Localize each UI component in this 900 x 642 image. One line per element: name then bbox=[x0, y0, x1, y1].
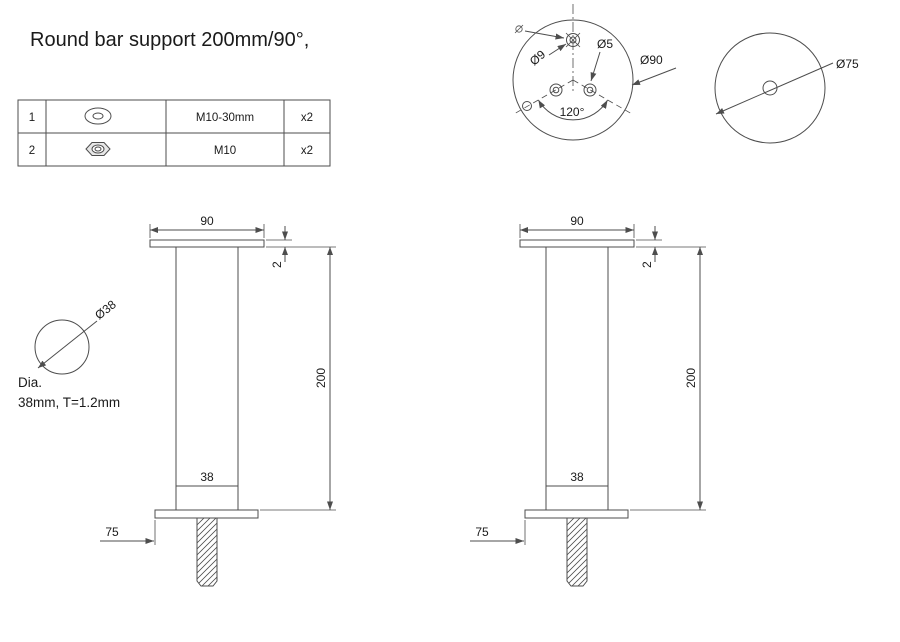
pin-hole-right-inner bbox=[586, 86, 594, 94]
fvl-top-plate bbox=[149, 239, 265, 248]
fvr-width-label: 90 bbox=[570, 214, 584, 228]
flange-top-view: Ø9 Ø5 Ø90 120° bbox=[512, 4, 677, 141]
page-title: Round bar support 200mm/90°, bbox=[30, 29, 309, 51]
bolt-circle-leader bbox=[631, 67, 677, 86]
angle-label: 120° bbox=[560, 105, 585, 119]
fvl-stud-threads bbox=[197, 518, 217, 586]
fvl-threaded-stud bbox=[196, 517, 218, 587]
flange-hole-axes bbox=[513, 79, 633, 115]
pin-hole-right-outer bbox=[583, 83, 597, 97]
angle-dimension: 120° bbox=[537, 99, 609, 121]
tube-dia-label: Ø38 bbox=[92, 297, 119, 322]
front-view-right: 90 38 75 2 200 bbox=[470, 214, 706, 587]
tube-note-line1: Dia. bbox=[18, 375, 42, 390]
pin-dia-leader bbox=[590, 51, 601, 82]
fvl-tube-sides bbox=[175, 247, 239, 510]
washer-icon bbox=[84, 107, 112, 125]
fvr-stud-outline bbox=[566, 517, 588, 587]
tube-detail: Ø38 Dia. 38mm, T=1.2mm bbox=[18, 297, 120, 410]
washer-outer bbox=[84, 107, 112, 125]
top-hole-outer bbox=[566, 33, 580, 47]
hole-dia-label: Ø9 bbox=[527, 47, 549, 68]
tube-note-line2: 38mm, T=1.2mm bbox=[18, 395, 120, 410]
row1-spec: M10-30mm bbox=[196, 112, 254, 124]
row2-qty: x2 bbox=[301, 145, 313, 157]
tube-section-circle bbox=[34, 319, 90, 375]
fvr-top-plate bbox=[519, 239, 635, 248]
nut-hole bbox=[94, 146, 102, 152]
fvl-base-width-label: 75 bbox=[105, 525, 119, 539]
fvr-length-label: 200 bbox=[684, 368, 698, 388]
angle-arc bbox=[537, 99, 609, 121]
plate-dia-leader bbox=[715, 62, 834, 115]
fvr-length-dimension: 200 bbox=[630, 246, 706, 511]
fvl-length-dimension: 200 bbox=[260, 246, 336, 511]
plate-center-hole bbox=[762, 80, 778, 96]
flange-callout bbox=[514, 24, 565, 40]
flange-pin-holes bbox=[549, 83, 597, 97]
row1-number: 1 bbox=[29, 112, 35, 124]
fvr-base-width-label: 75 bbox=[475, 525, 489, 539]
fvr-bottom-plate bbox=[524, 509, 629, 519]
pin-hole-left-inner bbox=[552, 86, 560, 94]
fvl-tube-dia-label: 38 bbox=[200, 470, 214, 484]
fvr-tube-sides bbox=[545, 247, 609, 510]
row2-number: 2 bbox=[29, 145, 35, 157]
bolt-circle-dimension: Ø90 bbox=[631, 53, 677, 86]
front-view-left: 90 38 75 2 200 bbox=[100, 214, 336, 587]
flange-top-hole bbox=[565, 32, 581, 48]
parts-table-row-2: 2 M10 x2 bbox=[29, 142, 313, 157]
parts-table-row-1: 1 M10-30mm x2 bbox=[29, 107, 313, 125]
callout-slash bbox=[514, 24, 524, 34]
fvr-thickness-label: 2 bbox=[640, 261, 654, 268]
flange-lower-hole bbox=[522, 101, 532, 111]
parts-table-grid bbox=[18, 100, 330, 166]
fvl-length-ext-lines bbox=[260, 246, 336, 511]
parts-table: 1 M10-30mm x2 2 M10 x2 bbox=[17, 99, 331, 167]
fvl-width-label: 90 bbox=[200, 214, 214, 228]
plate-dia-label: Ø75 bbox=[836, 57, 859, 71]
fvr-length-ext-lines bbox=[630, 246, 706, 511]
fvr-thickness-dimension: 2 bbox=[636, 226, 662, 268]
tube-dia-leader bbox=[37, 320, 98, 369]
hole-dia-dimension: Ø9 bbox=[527, 43, 567, 68]
fvl-base-width-dimension: 75 bbox=[100, 520, 156, 545]
fvr-tube-dia-label: 38 bbox=[570, 470, 584, 484]
fvl-thickness-label: 2 bbox=[270, 261, 284, 268]
top-hole-inner bbox=[569, 36, 577, 44]
pin-dia-dimension: Ø5 bbox=[590, 37, 613, 82]
hole-dia-leader bbox=[548, 43, 567, 56]
fvr-stud-threads bbox=[567, 518, 587, 586]
callout-leader bbox=[524, 30, 565, 40]
row1-qty: x2 bbox=[301, 112, 313, 124]
fvr-threaded-stud bbox=[566, 517, 588, 587]
bolt-circle-label: Ø90 bbox=[640, 53, 663, 67]
pin-hole-left-outer bbox=[549, 83, 563, 97]
plate-top-view: Ø75 bbox=[714, 32, 859, 144]
fvl-thickness-dimension: 2 bbox=[266, 226, 292, 268]
nut-ring bbox=[91, 144, 105, 154]
row2-spec: M10 bbox=[214, 145, 236, 157]
plate-outline bbox=[714, 32, 826, 144]
pin-dia-label: Ø5 bbox=[597, 37, 613, 51]
washer-hole bbox=[92, 112, 104, 120]
fvl-stud-outline bbox=[196, 517, 218, 587]
nut-icon bbox=[85, 142, 111, 156]
fvl-bottom-plate bbox=[154, 509, 259, 519]
fvl-length-label: 200 bbox=[314, 368, 328, 388]
callout-symbol-icon bbox=[515, 25, 523, 33]
fvr-base-width-dimension: 75 bbox=[470, 520, 526, 545]
top-hole-cross bbox=[565, 32, 581, 48]
